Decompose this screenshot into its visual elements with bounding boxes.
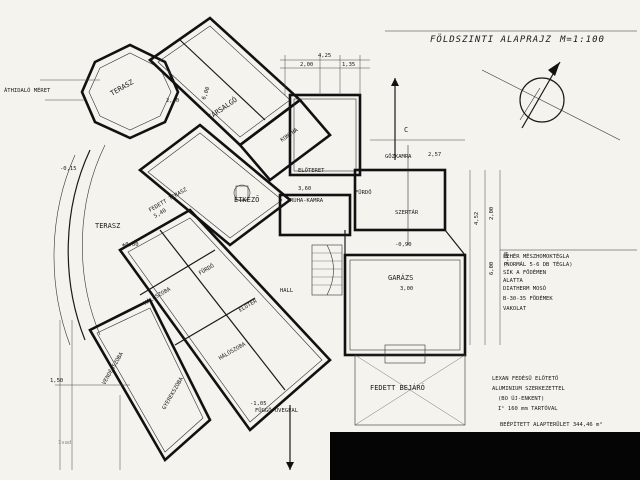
canopy-notes: LEXAN FEDÉSŰ ELŐTETŐ ALUMINIUM SZERKEZET… <box>492 374 603 428</box>
room-label-steam: GŐZKAMRA <box>385 153 412 160</box>
room-label-covered-entry: FEDETT BEJÁRÓ <box>370 383 425 392</box>
room-label-dining: ÉTKEZŐ <box>234 195 259 204</box>
legend-line-3: SÍK A FÖDÉMEN <box>503 268 546 276</box>
legend-line-1: FEHÉR MÉSZHOMOKTÉGLA <box>503 252 570 260</box>
section-letter: C <box>404 126 408 134</box>
room-label-kids: GYEREKSZOBA <box>162 376 186 411</box>
dim-1-35: 1,35 <box>342 62 355 68</box>
level-minus-090: -0,90 <box>395 242 412 248</box>
top-dimension-chain <box>280 55 501 345</box>
dim-9-04: 9,04 <box>504 251 510 265</box>
dim-4-25: 4,25 <box>318 53 331 59</box>
terrace-arc <box>67 149 91 341</box>
note-left-lintel: ÁTHIDALÓ MÉRET <box>4 86 51 94</box>
canopy-note-3: (BO ÚJ-ENKENT) <box>498 395 544 402</box>
left-dimension-chain <box>40 79 130 470</box>
dim-4-52: 4,52 <box>474 212 480 225</box>
legend-notes: FEHÉR MÉSZHOMOKTÉGLA (NORMÁL 5-6 DB TÉGL… <box>500 249 637 312</box>
canopy-note-2: ALUMINIUM SZERKEZETTEL <box>492 386 566 392</box>
dim-2-57: 2,57 <box>428 152 441 158</box>
stair <box>311 244 343 296</box>
dim-3-00: 3,00 <box>400 286 413 292</box>
level-minus-015: -0,15 <box>60 166 77 172</box>
room-label-terrace: TERASZ <box>95 222 120 230</box>
legend-line-7: VAKOLAT <box>503 306 527 312</box>
room-label-lobby: ELŐTÉR <box>237 297 259 314</box>
dim-2-00: 2,00 <box>300 62 313 68</box>
dim-1-50: 1,50 <box>50 378 63 384</box>
legend-line-5: DIATHERM MOSÓ <box>503 285 546 292</box>
room-label-hall: HALL <box>280 288 294 294</box>
room-label-tower: TERASZ <box>109 78 135 98</box>
dim-5-40: 5,40 <box>153 208 167 220</box>
level-minus-105: -1,05 <box>250 401 267 407</box>
legend-line-6: B-30-35 FÖDÉMEK <box>503 294 553 302</box>
dim-6-00: 6,00 <box>489 262 495 275</box>
room-label-bath: FÜRDŐ <box>355 189 372 196</box>
room-labels: TERASZ TÁRSALGÓ KONYHA ÉTKEZŐ ELŐTERET R… <box>95 78 425 411</box>
tower-outline <box>80 43 180 140</box>
dim-6-00-b: 6,00 <box>201 86 211 101</box>
scan-black-bar <box>330 432 640 480</box>
terrace-arc-outer <box>53 154 76 346</box>
canopy-outline <box>354 354 466 426</box>
note-curtain-wall: FÜGGŐ ÜVEGFAL <box>255 407 299 414</box>
north-arrow-icon <box>481 61 621 141</box>
canopy-note-1: LEXAN FEDÉSŰ ELŐTETŐ <box>492 374 558 382</box>
room-label-bedroom-2: HÁLÓSZOBA <box>218 340 248 361</box>
pencil-stamp: Ivad <box>58 440 71 446</box>
right-block <box>278 93 467 426</box>
room-label-bath-2: FÜRDŐ <box>198 262 216 276</box>
canopy-note-4: I¹ 160 mm TARTÓVAL <box>498 405 558 412</box>
section-markers <box>286 78 409 470</box>
terrace-arc-inner <box>82 144 106 336</box>
level-markers: ±0,00 -0,15 -0,90 -1,05 ÁTHIDALÓ MÉRET F… <box>4 86 412 414</box>
dimension-figures: 4,25 2,00 1,35 2,57 4,52 2,00 6,00 9,04 … <box>50 53 510 384</box>
legend-line-2: (NORMÁL 5-6 DB TÉGLA) <box>503 260 573 268</box>
room-label-entry: ELŐTERET <box>298 167 325 174</box>
drawing-title: FÖLDSZINTI ALAPRAJZ <box>430 34 552 45</box>
room-label-wardrobe: RUHA-KAMRA <box>290 198 324 204</box>
dim-3-60: 3,60 <box>298 186 311 192</box>
room-label-garage: GARÁZS <box>388 273 413 282</box>
level-zero: ±0,00 <box>122 242 139 248</box>
dim-2-00-v: 2,00 <box>489 207 495 220</box>
drawing-scale: M=1:100 <box>559 35 605 45</box>
built-area-note: BEÉPÍTETT ALAPTERÜLET 344,46 m² <box>500 420 603 428</box>
legend-line-4: ALATTA <box>503 278 524 284</box>
room-label-living: TÁRSALGÓ <box>206 95 239 122</box>
bedroom-wing <box>88 208 332 463</box>
dim-2-40: 2,40 <box>166 98 179 104</box>
room-label-store: SZERTÁR <box>395 209 419 216</box>
